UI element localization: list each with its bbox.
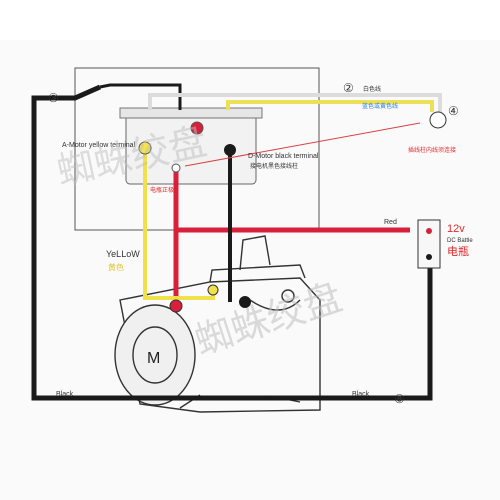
black-wire-top — [99, 83, 182, 110]
label-black-right: Black — [352, 391, 370, 398]
motor-endcap — [114, 304, 196, 406]
label-power-positive: 电瓶正极 — [150, 186, 174, 194]
label-12v: 12v — [447, 223, 465, 235]
label-red: Red — [384, 219, 397, 226]
label-solenoid: 插线柱内线须连接 — [408, 146, 456, 154]
label-yellow-cn: 黄色 — [108, 262, 124, 272]
battery-positive — [426, 228, 432, 234]
motor-bolt — [281, 289, 295, 303]
terminal-power — [171, 163, 181, 173]
label-white-wire: 白色线 — [363, 85, 381, 93]
motor-bracket — [239, 235, 271, 271]
label-num4: ④ — [448, 104, 459, 118]
label-d-motor: D-Motor black terminal — [248, 153, 319, 160]
thin-red-line — [184, 122, 421, 167]
label-blue-wire: 蓝色或黄色线 — [362, 102, 398, 110]
label-d-motor-cn: 接电机黑色接线柱 — [250, 162, 298, 170]
motor-detail-curve — [249, 299, 301, 311]
black-wire-ground — [31, 84, 433, 401]
terminal-d-black — [224, 144, 236, 156]
white-wire — [148, 93, 442, 112]
winch-motor-sketch — [114, 235, 321, 413]
battery-negative — [426, 254, 432, 260]
terminal-red — [190, 121, 204, 135]
label-battery: 电瓶 — [447, 244, 469, 258]
label-num8: ⑧ — [394, 392, 405, 406]
label-black-left: Black — [56, 391, 74, 398]
terminal-a-yellow — [138, 141, 152, 155]
label-yellow: YeLLoW — [106, 249, 140, 259]
motor-endcap-inner — [132, 326, 178, 384]
label-a-motor: A-Motor yellow terminal — [62, 142, 136, 149]
label-dc-battle: DC Battle — [447, 238, 473, 244]
contactor-top — [119, 107, 263, 119]
label-num2: ② — [343, 81, 354, 95]
motor-terminal-red — [169, 299, 183, 313]
battery-box — [417, 219, 441, 269]
label-motor-m: M — [147, 350, 160, 367]
connector-4 — [429, 111, 447, 129]
top-margin — [0, 0, 500, 40]
motor-terminal-black — [239, 296, 251, 308]
blue-yellow-wire — [226, 100, 434, 112]
label-num3: ③ — [48, 91, 59, 105]
motor-top-ridge — [209, 264, 306, 283]
motor-terminal-yellow — [207, 284, 219, 296]
